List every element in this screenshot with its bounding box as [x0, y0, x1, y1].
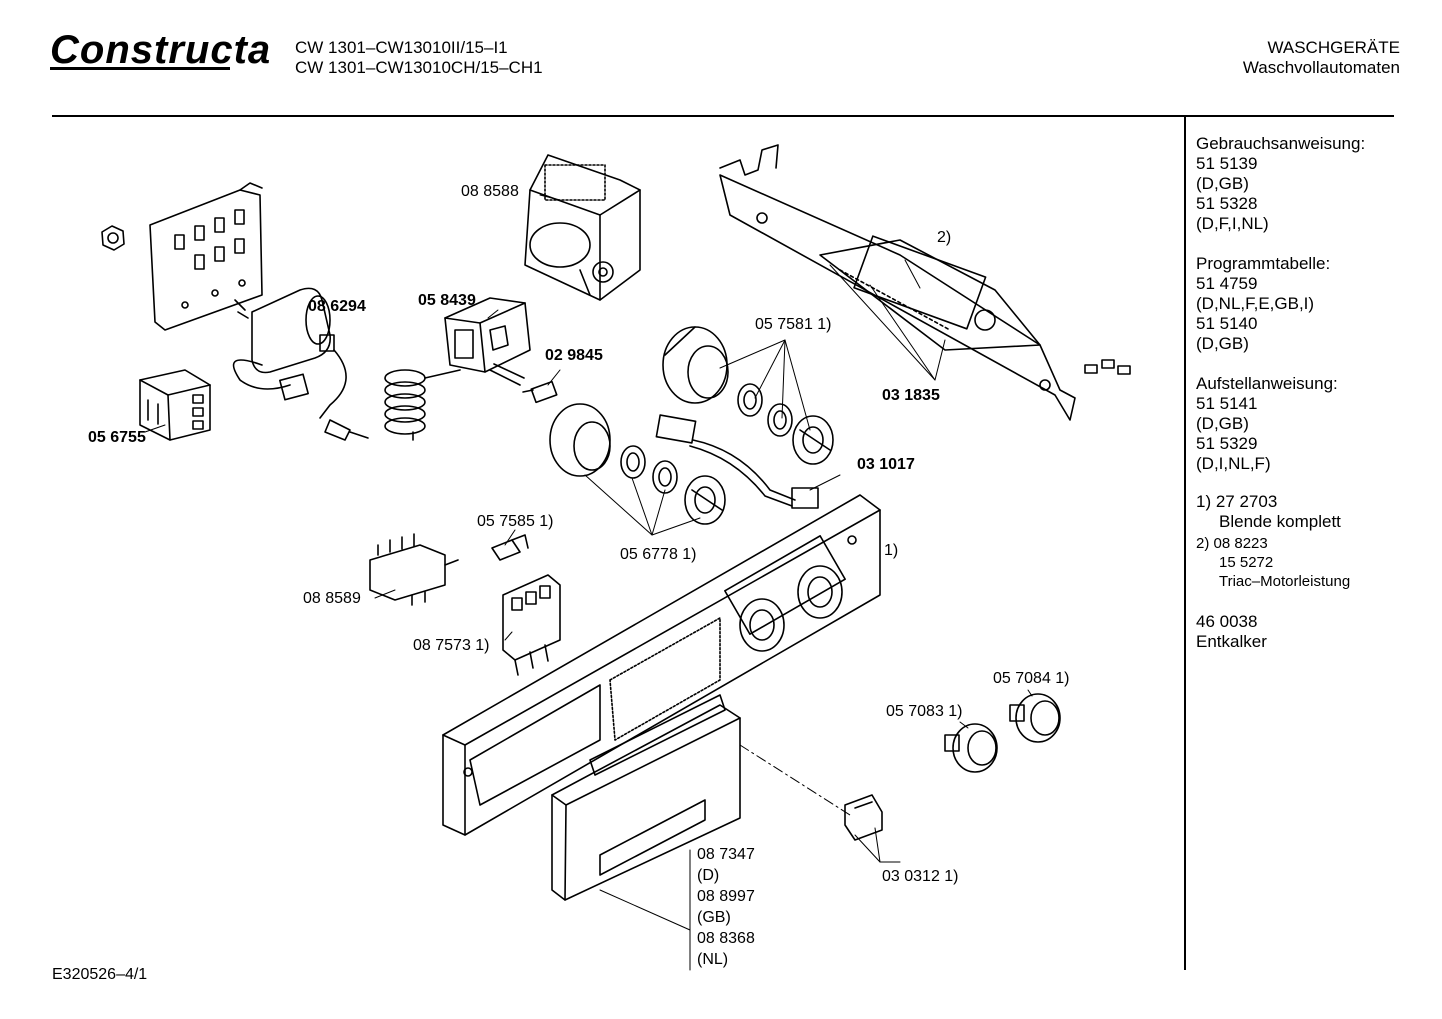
part-label-087573: 08 7573 1) — [413, 637, 490, 654]
part-label-086294: 08 6294 — [308, 298, 366, 315]
knob-shell-part — [549, 403, 611, 477]
sidebar-line: 51 5328 — [1196, 194, 1258, 213]
coil-spring-part — [384, 369, 461, 441]
sidebar-line: (D,I,NL,F) — [1196, 454, 1271, 473]
variant-label: 08 8997 — [697, 888, 755, 905]
logo-underline — [50, 67, 230, 70]
exploded-parts-drawing — [101, 144, 1131, 971]
part-label-056778: 05 6778 1) — [620, 546, 697, 563]
sidebar-line: (D,NL,F,E,GB,I) — [1196, 294, 1315, 313]
connector-block-part — [502, 574, 561, 676]
sidebar-line: 1) 27 2703 — [1196, 492, 1278, 511]
part-label-057581: 05 7581 1) — [755, 316, 832, 333]
part-label-056755: 05 6755 — [88, 429, 146, 446]
sidebar-line: Gebrauchsanweisung: — [1196, 134, 1366, 153]
part-label-note-1: 1) — [884, 542, 899, 559]
pin-part — [522, 380, 558, 404]
sidebar-line: Entkalker — [1196, 632, 1267, 651]
model-line-1: CW 1301–CW13010II/15–I1 — [295, 38, 508, 57]
transformer-part — [139, 369, 211, 441]
capacitor-part — [232, 287, 369, 441]
variant-label: 08 8368 — [697, 930, 755, 947]
sidebar-line: Triac–Motorleistung — [1219, 573, 1351, 590]
nut-part — [101, 225, 125, 251]
sidebar-line: Blende komplett — [1219, 512, 1341, 531]
part-label-029845: 02 9845 — [545, 347, 603, 364]
ring-part — [767, 403, 793, 437]
sidebar-line: (D,GB) — [1196, 174, 1249, 193]
part-label-057585: 05 7585 1) — [477, 513, 554, 530]
sidebar-rule — [1184, 117, 1186, 970]
door-lock-part — [444, 297, 531, 386]
switch-block-part — [369, 533, 459, 606]
sidebar-line: 51 5139 — [1196, 154, 1258, 173]
control-panel-part — [442, 494, 881, 836]
sidebar-line: 51 5140 — [1196, 314, 1258, 333]
ring-part — [737, 383, 763, 417]
assembly-line — [739, 744, 851, 816]
variant-label: (D) — [697, 867, 720, 884]
header-rule — [52, 115, 1394, 117]
electronics-board-part — [719, 144, 1131, 421]
mounting-bracket-part — [149, 182, 263, 331]
brand-logo: Constructa — [50, 28, 272, 72]
knob-insert-part — [792, 415, 834, 465]
part-label-031835: 03 1835 — [882, 387, 940, 404]
sidebar-line: 15 5272 — [1219, 554, 1274, 571]
sidebar-line: 51 4759 — [1196, 274, 1258, 293]
part-label-058439: 05 8439 — [418, 292, 476, 309]
knob-shell-part — [662, 326, 729, 404]
push-button-part — [944, 723, 998, 773]
sidebar-line: 51 5141 — [1196, 394, 1258, 413]
part-label-057083: 05 7083 1) — [886, 703, 963, 720]
drawing-code: E320526–4/1 — [52, 966, 148, 983]
subcategory: Waschvollautomaten — [1242, 58, 1400, 77]
sidebar-line: 2) 08 8223 — [1196, 535, 1268, 552]
ring-part — [620, 445, 646, 479]
part-label-note-2: 2) — [937, 229, 952, 246]
part-label-088589: 08 8589 — [303, 590, 361, 607]
sidebar-line: 46 0038 — [1196, 612, 1258, 631]
cable-connector-part — [655, 414, 819, 509]
variant-label: 08 7347 — [697, 846, 755, 863]
part-label-057084: 05 7084 1) — [993, 670, 1070, 687]
sidebar-line: (D,GB) — [1196, 334, 1249, 353]
program-switch-part — [524, 154, 641, 301]
variant-label: (GB) — [697, 909, 731, 926]
variant-label: (NL) — [697, 951, 729, 968]
category: WASCHGERÄTE — [1267, 38, 1400, 57]
drawer-front-part — [551, 694, 741, 901]
clip-part — [491, 534, 529, 561]
small-connector-part — [844, 794, 883, 841]
sidebar-line: (D,F,I,NL) — [1196, 214, 1269, 233]
knob-insert-part — [684, 475, 726, 525]
sidebar-line: Aufstellanweisung: — [1196, 374, 1338, 393]
push-button-part — [1009, 693, 1061, 743]
sidebar-line: Programmtabelle: — [1196, 254, 1331, 273]
part-label-031017: 03 1017 — [857, 456, 915, 473]
part-label-030312: 03 0312 1) — [882, 868, 959, 885]
sidebar-line: (D,GB) — [1196, 414, 1249, 433]
ring-part — [652, 460, 678, 494]
leader-lines — [144, 194, 1033, 971]
sidebar-line: 51 5329 — [1196, 434, 1258, 453]
part-label-088588: 08 8588 — [461, 183, 519, 200]
model-line-2: CW 1301–CW13010CH/15–CH1 — [295, 58, 543, 77]
